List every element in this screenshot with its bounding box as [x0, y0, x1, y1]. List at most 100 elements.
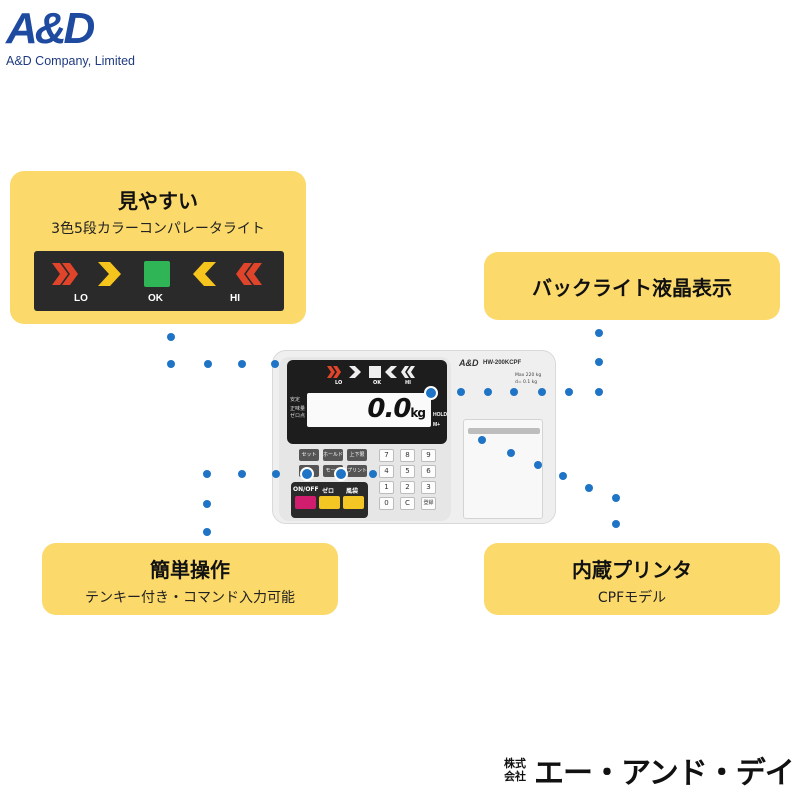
- weight-unit: kg: [410, 406, 426, 420]
- weight-readout: 0.0kg: [367, 394, 426, 424]
- weight-value: 0.0: [367, 394, 411, 424]
- logo-mark: A&D: [6, 4, 95, 53]
- connector-dot: [507, 449, 515, 457]
- lcd-side-label: ゼロ点: [290, 413, 306, 419]
- tare-label: 風袋: [346, 488, 359, 495]
- connector-dot: [595, 358, 603, 366]
- clear-key[interactable]: C: [400, 497, 415, 510]
- connector-dot: [203, 500, 211, 508]
- led-lo-double-chevron-icon: [52, 263, 78, 285]
- register-key[interactable]: 登録: [421, 497, 436, 510]
- company-logo: A&D A&D Company, Limited: [6, 4, 166, 69]
- brand-kabushiki: 株式会社: [504, 757, 526, 783]
- callout-printer: 内蔵プリンタ CPFモデル: [484, 543, 780, 615]
- callout-title: 簡単操作: [150, 558, 230, 582]
- callout-subtitle: CPFモデル: [597, 590, 667, 606]
- connector-dot: [167, 333, 175, 341]
- lcd-frame: LO OK HI 0.0kg 安定 正味量 ゼロ点 HOLD M+: [287, 360, 447, 444]
- led-lo-chevron-icon: [98, 262, 121, 286]
- connector-dot: [484, 388, 492, 396]
- connector-dot: [203, 470, 211, 478]
- paper-slot: [468, 428, 540, 434]
- connector-dot: [538, 388, 546, 396]
- control-panel: LO OK HI 0.0kg 安定 正味量 ゼロ点 HOLD M+ セット ホー…: [279, 357, 451, 521]
- connector-dot: [238, 360, 246, 368]
- led-label-ok: OK: [148, 293, 163, 304]
- connector-dot: [334, 467, 348, 481]
- callout-backlight: バックライト液晶表示: [484, 252, 780, 320]
- printer-module: A&D HW-200KCPF Max 220 kg d= 0.1 kg: [453, 357, 551, 521]
- printer-model: HW-200KCPF: [483, 360, 522, 366]
- led-hi-double-chevron-icon: [236, 263, 262, 285]
- printer-logo: A&D: [459, 358, 479, 368]
- printer-cover: [463, 419, 543, 519]
- connector-dot: [457, 388, 465, 396]
- callout-title: 見やすい: [118, 189, 198, 213]
- numkey-4[interactable]: 4: [379, 465, 394, 478]
- mplus-indicator: M+: [433, 422, 441, 428]
- numkey-1[interactable]: 1: [379, 481, 394, 494]
- mini-label-ok: OK: [373, 380, 382, 386]
- mini-label-hi: HI: [405, 380, 412, 386]
- brand-name: エー・アンド・デイ: [534, 756, 795, 791]
- numkey-6[interactable]: 6: [421, 465, 436, 478]
- led-hi-chevron-icon: [193, 262, 216, 286]
- led-label-hi: HI: [230, 293, 240, 304]
- hold-indicator: HOLD: [433, 412, 448, 418]
- mini-label-lo: LO: [335, 380, 343, 386]
- connector-dot: [612, 520, 620, 528]
- connector-dot: [595, 388, 603, 396]
- callout-easy-operation: 簡単操作 テンキー付き・コマンド入力可能: [42, 543, 338, 615]
- numkey-9[interactable]: 9: [421, 449, 436, 462]
- connector-dot: [565, 388, 573, 396]
- lcd-screen: 0.0kg: [307, 393, 431, 427]
- spec-d: d= 0.1 kg: [515, 380, 538, 385]
- lcd-side-label: 正味量: [290, 406, 306, 412]
- connector-dot: [272, 470, 280, 478]
- callout-subtitle: 3色5段カラーコンパレータライト: [51, 221, 265, 237]
- numkey-8[interactable]: 8: [400, 449, 415, 462]
- print-key[interactable]: プリント: [347, 465, 367, 477]
- connector-dot: [203, 528, 211, 536]
- scale-device: LO OK HI 0.0kg 安定 正味量 ゼロ点 HOLD M+ セット ホー…: [272, 350, 556, 524]
- numkey-7[interactable]: 7: [379, 449, 394, 462]
- lcd-side-label: 安定: [290, 397, 301, 403]
- numkey-2[interactable]: 2: [400, 481, 415, 494]
- numkey-3[interactable]: 3: [421, 481, 436, 494]
- spec-max: Max 220 kg: [515, 373, 542, 378]
- numkey-0[interactable]: 0: [379, 497, 394, 510]
- zero-button[interactable]: [319, 496, 340, 509]
- connector-dot: [167, 360, 175, 368]
- power-zero-tare-strip: ON/OFF ゼロ 風袋: [291, 482, 368, 518]
- comparator-mini-icon: [327, 366, 415, 378]
- connector-dot: [612, 494, 620, 502]
- zero-label: ゼロ: [322, 488, 335, 495]
- onoff-button[interactable]: [295, 496, 316, 509]
- connector-dot: [238, 470, 246, 478]
- connector-dot: [510, 388, 518, 396]
- comparator-led-strip: LO OK HI: [34, 251, 284, 311]
- led-ok-square-icon: [144, 261, 170, 287]
- hold-key[interactable]: ホールド: [323, 449, 343, 461]
- brand-wordmark: 株式会社 エー・アンド・デイ: [504, 752, 795, 791]
- connector-dot: [478, 436, 486, 444]
- logo-text: A&D Company, Limited: [6, 54, 135, 68]
- numkey-5[interactable]: 5: [400, 465, 415, 478]
- limit-key[interactable]: 上下限: [347, 449, 367, 461]
- connector-dot: [585, 484, 593, 492]
- connector-dot: [559, 472, 567, 480]
- led-label-lo: LO: [74, 293, 88, 304]
- connector-dot: [204, 360, 212, 368]
- set-key[interactable]: セット: [299, 449, 319, 461]
- onoff-label: ON/OFF: [293, 486, 319, 493]
- callout-title: 内蔵プリンタ: [572, 558, 692, 582]
- callout-title: バックライト液晶表示: [532, 275, 732, 300]
- callout-visibility: 見やすい 3色5段カラーコンパレータライト LO OK HI: [10, 171, 306, 324]
- connector-dot: [534, 461, 542, 469]
- connector-dot: [271, 360, 279, 368]
- callout-subtitle: テンキー付き・コマンド入力可能: [85, 590, 295, 606]
- connector-dot: [424, 386, 438, 400]
- connector-dot: [369, 470, 377, 478]
- tare-button[interactable]: [343, 496, 364, 509]
- connector-dot: [595, 329, 603, 337]
